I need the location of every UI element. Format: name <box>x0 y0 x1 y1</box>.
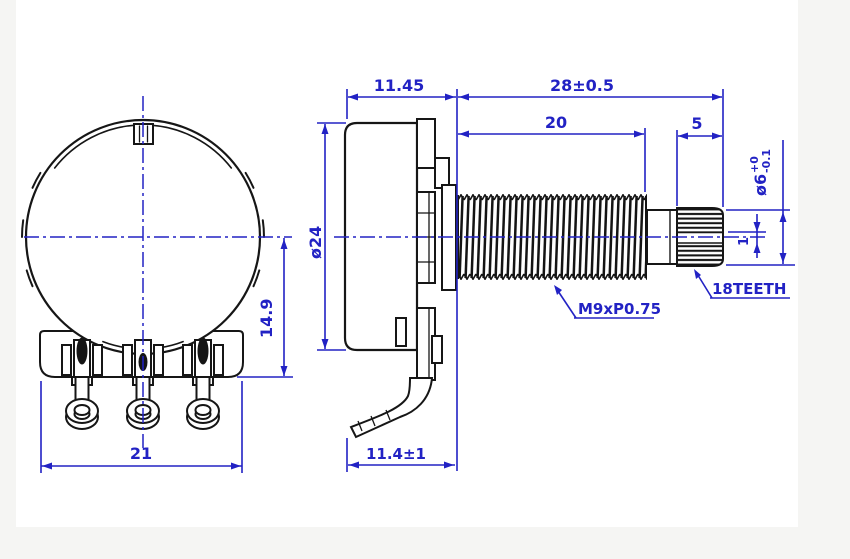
dim-body-diameter: ø24 <box>306 226 325 259</box>
dim-shaft-diameter: ø6 <box>751 174 770 196</box>
thread-spec-label: M9xP0.75 <box>578 300 661 318</box>
dim-thread-length: 20 <box>545 113 567 132</box>
side-lug <box>395 317 407 347</box>
dim-slot-offset: 1 <box>737 237 752 246</box>
terminal-1-slot <box>76 337 88 365</box>
dimension-arrowheads <box>42 93 787 470</box>
teeth-leader-arrow <box>694 269 701 279</box>
bent-leg-ticks <box>357 409 391 432</box>
dim-shaft-tol-upper: +0 <box>748 156 761 173</box>
dim-shaft-diameter-group: ø6 +0 -0.1 <box>748 149 773 196</box>
terminal-3-slot <box>197 337 209 365</box>
dim-center-to-base: 14.9 <box>257 299 276 338</box>
teeth-count-label: 18TEETH <box>712 280 786 298</box>
dim-tip-length: 5 <box>691 114 702 133</box>
lower-step <box>431 335 443 364</box>
dim-body-depth: 11.45 <box>374 76 425 95</box>
terminals <box>61 337 224 430</box>
dim-leg-offset: 11.4±1 <box>366 445 426 463</box>
terminal-1 <box>61 337 103 430</box>
dim-body-width: 21 <box>130 444 152 463</box>
cover-tab-top <box>416 118 436 169</box>
thread-leader-line <box>555 287 577 319</box>
dimension-lines <box>40 89 795 473</box>
dim-shaft-length: 28±0.5 <box>550 76 614 95</box>
crimp-tabs <box>21 171 265 288</box>
bent-leg <box>349 377 434 439</box>
dim-shaft-tol-lower: -0.1 <box>760 149 773 173</box>
terminal-3 <box>182 337 224 430</box>
centerlines <box>24 96 766 448</box>
upper-step <box>434 157 450 189</box>
thread-leader-arrow <box>554 285 562 295</box>
